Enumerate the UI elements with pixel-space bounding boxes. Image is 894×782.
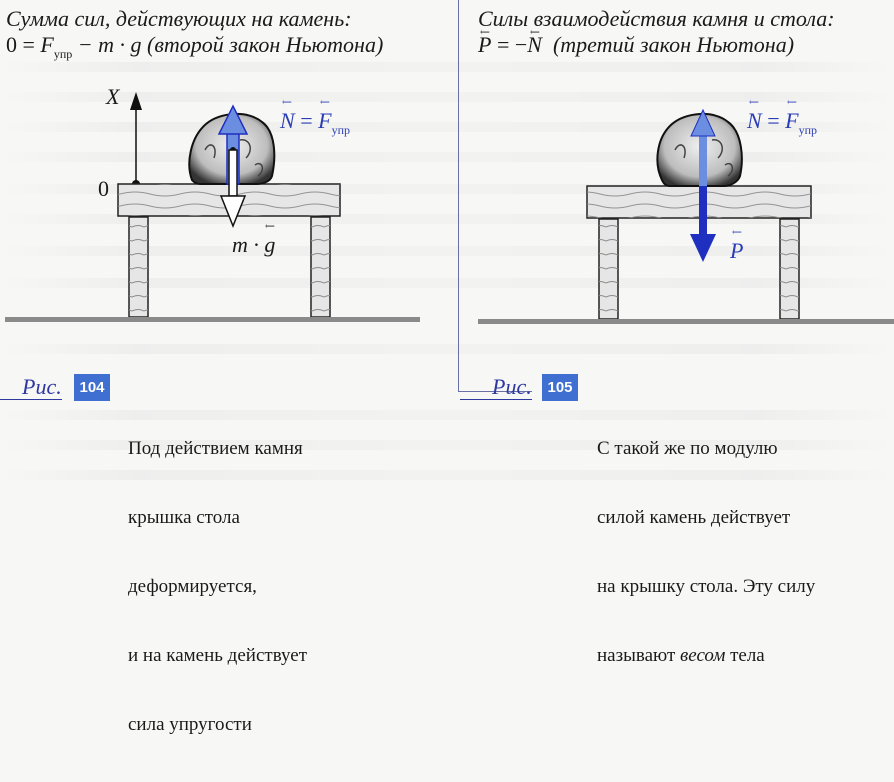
- bleed-through-line: [0, 344, 894, 354]
- vector-N: N: [280, 108, 295, 134]
- figure-105-badge: 105: [542, 374, 578, 401]
- caption-line: крышка стола: [128, 507, 240, 528]
- panel-divider-foot: [458, 391, 532, 392]
- newton-third-law-formula: P = −N (третий закон Ньютона): [478, 32, 835, 58]
- vector-F: F: [785, 108, 798, 134]
- right-diagram: [478, 108, 894, 324]
- vector-N: N: [527, 32, 542, 58]
- gravity-force-label: m · g: [232, 232, 275, 258]
- figure-105-underline: [460, 399, 532, 400]
- emphasized-term: весом: [680, 645, 726, 666]
- subscript-upr: упр: [798, 123, 817, 137]
- formula-lhs: 0 =: [6, 32, 41, 57]
- formula-F: F: [40, 32, 54, 57]
- bleed-through-line: [0, 440, 894, 450]
- formula-mg: − m · g: [72, 32, 148, 57]
- caption-text-segment: тела: [725, 645, 765, 666]
- bleed-through-line: [0, 278, 894, 288]
- figure-104-caption: Под действием камня крышка стола деформи…: [128, 391, 307, 782]
- bleed-through-line: [0, 246, 894, 256]
- newton-second-law-formula: 0 = Fупр − m · g (второй закон Ньютона): [6, 32, 383, 67]
- mass-m: m ·: [232, 232, 265, 257]
- bleed-through-line: [0, 410, 894, 420]
- gravity-force-arrow: [219, 149, 247, 229]
- normal-force-label: N = Fупр: [280, 108, 350, 138]
- left-heading-line1: Сумма сил, действующих на камень:: [6, 6, 352, 31]
- vector-g: g: [264, 232, 275, 258]
- vector-P: P: [730, 238, 743, 264]
- equals-sign: =: [294, 108, 319, 133]
- x-axis: [130, 92, 142, 188]
- weight-force-label: P: [730, 238, 743, 264]
- right-heading: Силы взаимодействия камня и стола: P = −…: [478, 6, 835, 58]
- formula-note: (второй закон Ньютона): [147, 32, 384, 57]
- equals-minus: = −: [491, 32, 528, 57]
- textbook-page: Сумма сил, действующих на камень: 0 = Fу…: [0, 0, 894, 520]
- bleed-through-line: [0, 470, 894, 480]
- panel-divider: [458, 0, 459, 392]
- formula-note: (третий закон Ньютона): [552, 32, 795, 57]
- figure-105-caption: С такой же по модулю силой камень действ…: [597, 391, 815, 713]
- figure-105-prefix: Рис.: [492, 374, 532, 399]
- figure-104-underline: [0, 399, 62, 400]
- caption-text-segment: называют: [597, 645, 681, 666]
- bleed-through-line: [0, 152, 894, 162]
- caption-line: Под действием камня: [128, 438, 303, 459]
- weight-force-arrow: [690, 186, 716, 262]
- bleed-through-line: [0, 214, 894, 224]
- vector-N: N: [747, 108, 762, 134]
- vector-P: P: [478, 32, 491, 58]
- caption-line: и на камень действует: [128, 645, 307, 666]
- left-heading: Сумма сил, действующих на камень: 0 = Fу…: [6, 6, 383, 67]
- equals-sign: =: [761, 108, 786, 133]
- formula-F-subscript: упр: [53, 47, 73, 61]
- ground: [478, 319, 894, 324]
- normal-force-label: N = Fупр: [747, 108, 817, 138]
- vector-F: F: [318, 108, 331, 134]
- caption-line: деформируется,: [128, 576, 257, 597]
- caption-line: называют весом тела: [597, 644, 815, 667]
- bleed-through-line: [0, 92, 894, 102]
- caption-line: С такой же по модулю: [597, 438, 778, 459]
- bleed-through-line: [0, 62, 894, 72]
- figure-104-badge: 104: [74, 374, 110, 401]
- figure-104-prefix: Рис.: [22, 374, 62, 399]
- caption-line: на крышку стола. Эту силу: [597, 576, 816, 597]
- x-axis-label: X: [106, 84, 120, 109]
- origin-label: 0: [98, 176, 109, 201]
- normal-force-arrow: [690, 108, 716, 186]
- caption-line: сила упругости: [128, 714, 252, 735]
- bleed-through-line: [0, 184, 894, 194]
- bleed-through-line: [0, 122, 894, 132]
- ground: [5, 317, 420, 322]
- left-diagram: [5, 92, 420, 322]
- subscript-upr: упр: [331, 123, 350, 137]
- caption-line: силой камень действует: [597, 507, 791, 528]
